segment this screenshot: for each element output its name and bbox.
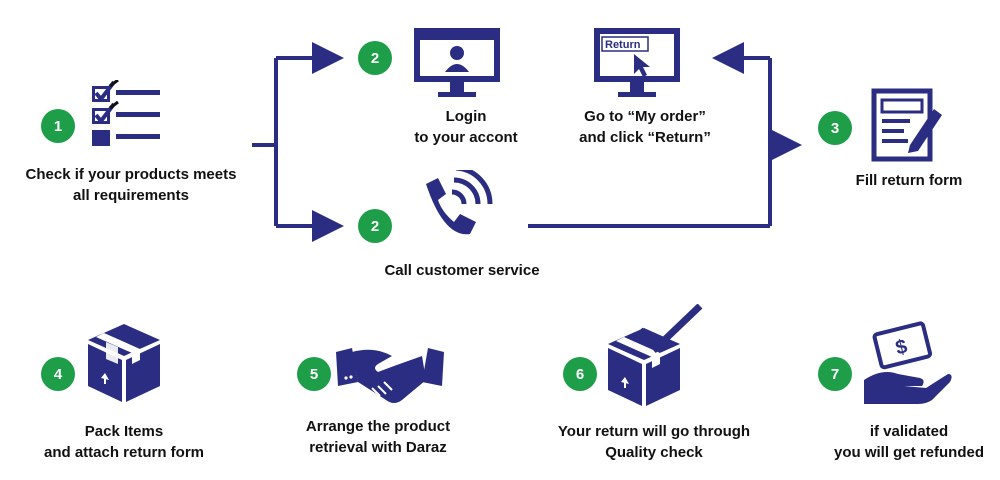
step-2-call-badge: 2 xyxy=(358,209,392,243)
step-6-label: Your return will go through Quality chec… xyxy=(557,423,751,461)
monitor-cursor-icon: Return xyxy=(594,28,680,97)
step-5-label: Arrange the product retrieval with Daraz xyxy=(305,418,451,456)
box-icon xyxy=(88,324,160,402)
screen-return-text: Return xyxy=(605,39,641,51)
step-7-badge: 7 xyxy=(818,357,852,391)
form-pen-icon xyxy=(871,88,942,162)
box-check-icon xyxy=(608,304,703,406)
checklist-icon xyxy=(92,80,160,146)
monitor-user-icon xyxy=(414,28,500,97)
step-3-badge: 3 xyxy=(818,111,852,145)
step-7-label: if validated you will get refunded xyxy=(833,423,984,461)
step-5-badge: 5 xyxy=(297,357,331,391)
step-4-badge: 4 xyxy=(41,357,75,391)
svg-text:$: $ xyxy=(893,336,909,360)
step-2-login-badge: 2 xyxy=(358,41,392,75)
step-6-badge: 6 xyxy=(563,357,597,391)
hand-money-icon: $ xyxy=(864,321,952,404)
step-myorder-label: Go to “My order” and click “Return” xyxy=(579,108,711,146)
phone-icon xyxy=(426,170,493,235)
step-2-login-label: Login to your accont xyxy=(414,108,518,146)
step-1-label: Check if your products meets all require… xyxy=(25,166,237,204)
handshake-icon xyxy=(336,348,444,403)
step-1-badge: 1 xyxy=(41,109,75,143)
step-2-call-label: Call customer service xyxy=(384,262,540,279)
step-3-label: Fill return form xyxy=(855,172,963,189)
step-4-label: Pack Items and attach return form xyxy=(43,423,205,461)
